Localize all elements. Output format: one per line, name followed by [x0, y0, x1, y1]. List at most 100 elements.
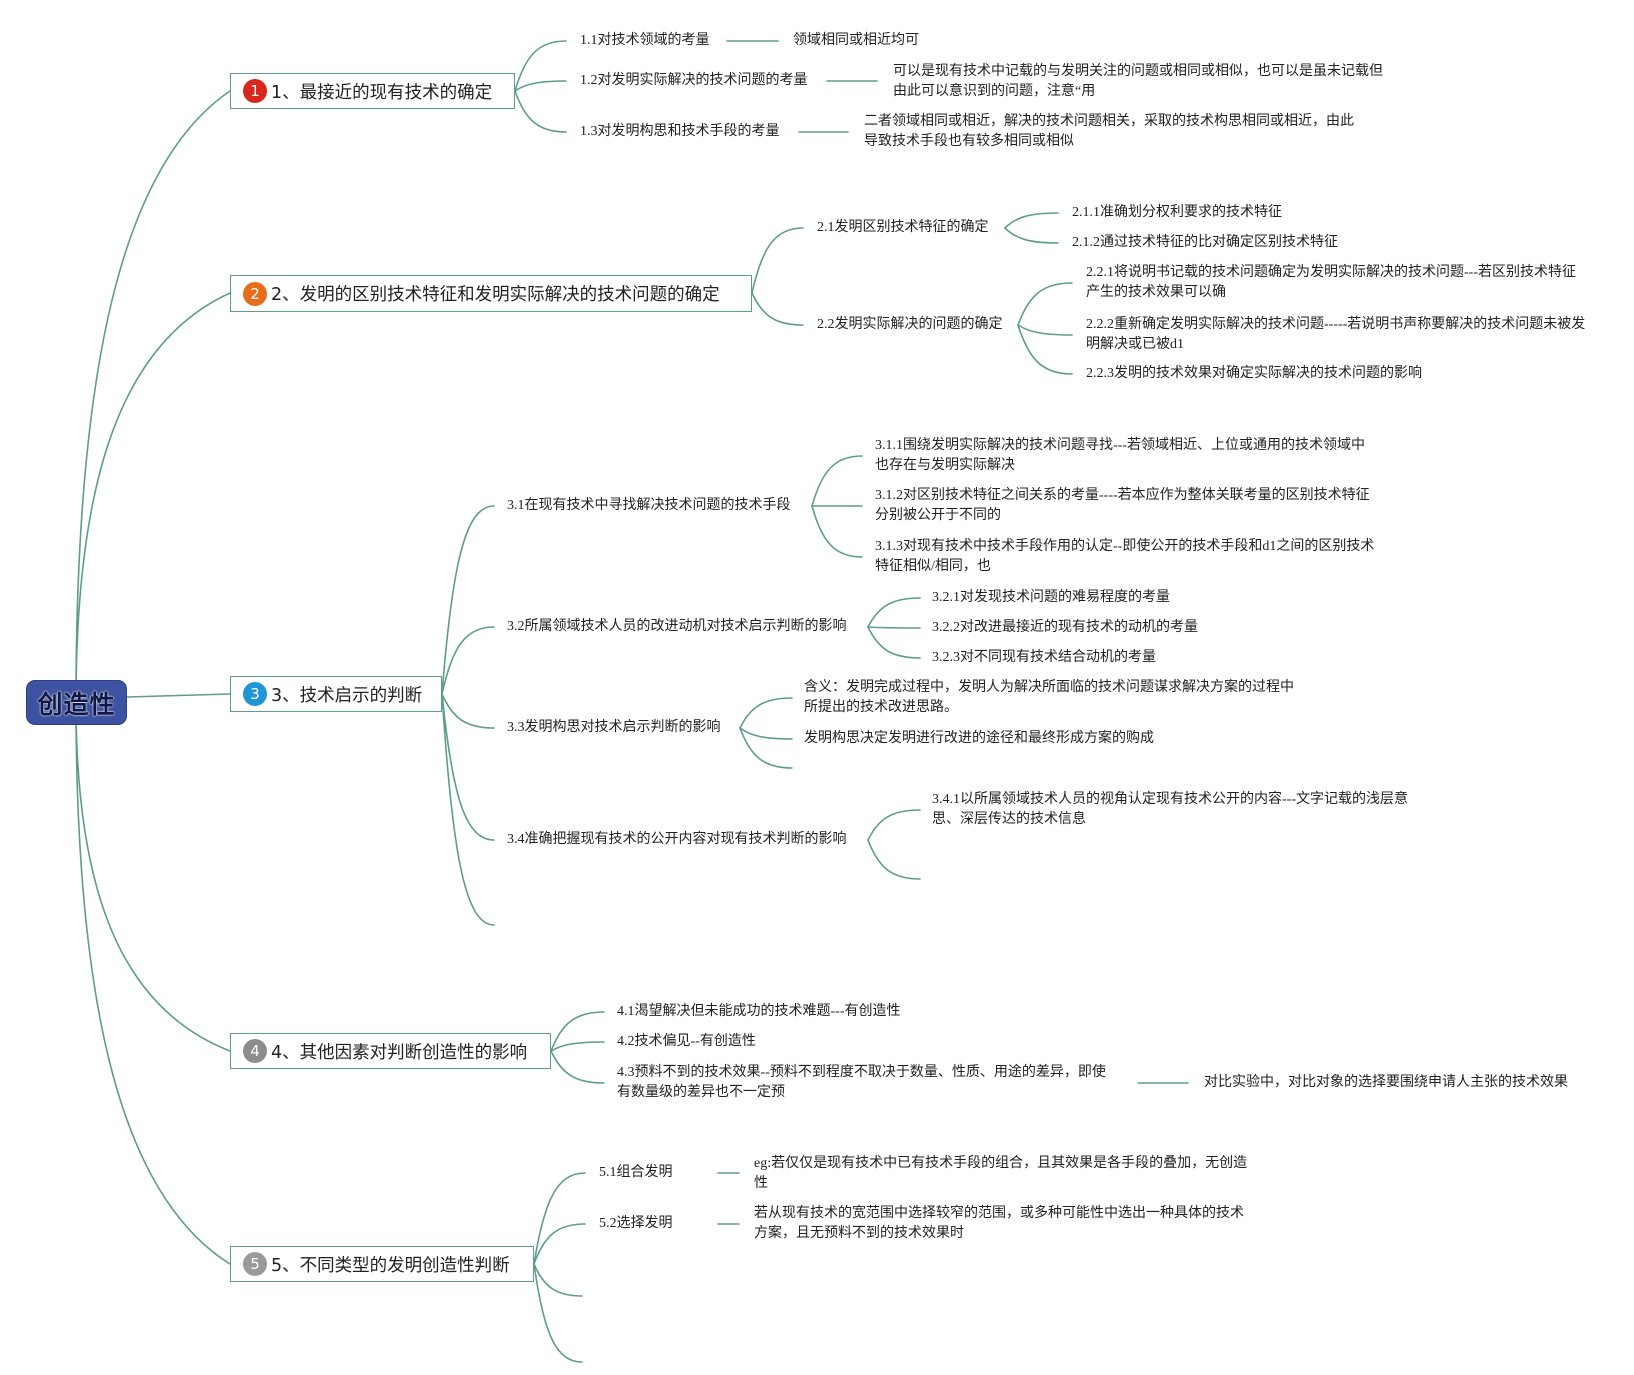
topic-3-3-1: 含义：发明完成过程中，发明人为解决所面临的技术问题谋求解决方案的过程中 所提出的… — [804, 678, 1294, 718]
topic-5-1: 5.1组合发明 — [599, 1165, 673, 1180]
topic-5-2-note-line: 方案，且无预料不到的技术效果时 — [754, 1226, 964, 1241]
topic-2-2-1-line: 产生的技术效果可以确 — [1086, 285, 1226, 300]
connector-branch-5-empty — [533, 1263, 583, 1363]
topic-2-2: 2.2发明实际解决的问题的确定 — [817, 317, 1003, 332]
connector-topic-3-4-topic-3-4-1 — [867, 809, 921, 841]
connector-branch-4-topic-4-3 — [550, 1050, 605, 1084]
topic-4-2: 4.2技术偏见--有创造性 — [617, 1034, 756, 1049]
topic-3-3-2: 发明构思决定发明进行改进的途径和最终形成方案的购成 — [804, 731, 1154, 746]
topic-3-4-1-line: 思、深层传达的技术信息 — [932, 812, 1086, 827]
connector-branch-4-topic-4-1 — [550, 1011, 605, 1052]
badge-4-icon: 4 — [243, 1039, 267, 1063]
topic-3-1-1-line: 也存在与发明实际解决 — [875, 458, 1015, 473]
connector-branch-5-empty — [533, 1263, 583, 1297]
branch-2-topic: 2 2、发明的区别技术特征和发明实际解决的技术问题的确定 — [230, 275, 752, 312]
connector-branch-3-topic-3-4 — [441, 693, 495, 841]
topic-1-2-note-line: 可以是现有技术中记载的与发明关注的问题或相同或相似，也可以是虽未记载但 — [893, 64, 1383, 79]
topic-1-2-note-line: 由此可以意识到的问题，注意“用 — [893, 84, 1096, 99]
branch-3-title: 3、技术启示的判断 — [271, 685, 423, 706]
topic-2-2-2-line: 明解决或已被d1 — [1086, 337, 1184, 352]
connector-branch-2-topic-2-1 — [751, 227, 804, 294]
root-topic: 创造性 — [26, 680, 127, 725]
topic-2-1-1: 2.1.1准确划分权利要求的技术特征 — [1072, 205, 1282, 220]
topic-5-1-note: eg:若仅仅是现有技术中已有技术手段的组合，且其效果是各手段的叠加，无创造 性 — [754, 1154, 1247, 1194]
topic-2-2-1: 2.2.1将说明书记载的技术问题确定为发明实际解决的技术问题---若区别技术特征… — [1086, 263, 1576, 303]
topic-3-1-3-line: 特征相似/相同，也 — [875, 559, 991, 574]
connector-branch-1-topic-1-1 — [514, 40, 567, 92]
topic-3-1: 3.1在现有技术中寻找解决技术问题的技术手段 — [507, 498, 791, 513]
connector-topic-2-1-topic-2-1-2 — [1004, 227, 1059, 244]
topic-4-3-line: 有数量级的差异也不一定预 — [617, 1085, 785, 1100]
topic-1-1: 1.1对技术领域的考量 — [580, 33, 710, 48]
connector-root-branch-2 — [75, 292, 231, 703]
connector-branch-2-topic-2-2 — [751, 292, 804, 326]
topic-3-2-2: 3.2.2对改进最接近的现有技术的动机的考量 — [932, 620, 1198, 635]
topic-3-3-1-line: 含义：发明完成过程中，发明人为解决所面临的技术问题谋求解决方案的过程中 — [804, 680, 1294, 695]
connector-topic-2-2-topic-2-2-2 — [1017, 324, 1073, 336]
topic-5-1-note-line: eg:若仅仅是现有技术中已有技术手段的组合，且其效果是各手段的叠加，无创造 — [754, 1156, 1248, 1171]
topic-3-1-1: 3.1.1围绕发明实际解决的技术问题寻找---若领域相近、上位或通用的技术领域中… — [875, 436, 1365, 476]
topic-3-2: 3.2所属领域技术人员的改进动机对技术启示判断的影响 — [507, 619, 847, 634]
topic-2-1: 2.1发明区别技术特征的确定 — [817, 220, 989, 235]
connector-branch-5-topic-5-1 — [533, 1172, 586, 1265]
topic-3-1-3: 3.1.3对现有技术中技术手段作用的认定--即使公开的技术手段和d1之间的区别技… — [875, 537, 1374, 577]
topic-3-3: 3.3发明构思对技术启示判断的影响 — [507, 720, 721, 735]
connector-root-branch-5 — [75, 701, 231, 1265]
connector-branch-4-topic-4-2 — [550, 1041, 605, 1052]
topic-5-1-note-line: 性 — [754, 1176, 768, 1191]
connector-root-branch-4 — [75, 701, 231, 1052]
topic-3-4-1-line: 3.4.1以所属领域技术人员的视角认定现有技术公开的内容---文字记载的浅层意 — [932, 792, 1408, 807]
connector-branch-1-topic-1-2 — [514, 80, 567, 92]
branch-1-topic: 1 1、最接近的现有技术的确定 — [230, 73, 515, 109]
topic-3-1-2-line: 分别被公开于不同的 — [875, 508, 1001, 523]
topic-3-1-3-line: 3.1.3对现有技术中技术手段作用的认定--即使公开的技术手段和d1之间的区别技… — [875, 539, 1375, 554]
badge-3-icon: 3 — [243, 682, 267, 706]
topic-1-3-note: 二者领域相同或相近，解决的技术问题相关，采取的技术构思相同或相近，由此 导致技术… — [864, 112, 1354, 152]
branch-1-title: 1、最接近的现有技术的确定 — [271, 82, 493, 103]
branch-4-topic: 4 4、其他因素对判断创造性的影响 — [230, 1033, 551, 1069]
topic-2-1-2: 2.1.2通过技术特征的比对确定区别技术特征 — [1072, 235, 1338, 250]
topic-3-2-1: 3.2.1对发现技术问题的难易程度的考量 — [932, 590, 1170, 605]
topic-5-2-note: 若从现有技术的宽范围中选择较窄的范围，或多种可能性中选出一种具体的技术 方案，且… — [754, 1204, 1244, 1244]
topic-5-2: 5.2选择发明 — [599, 1216, 673, 1231]
connector-topic-3-3-topic-3-3-2 — [739, 727, 793, 740]
branch-3-topic: 3 3、技术启示的判断 — [230, 676, 442, 712]
connector-branch-5-topic-5-2 — [533, 1223, 586, 1265]
topic-1-1-note: 领域相同或相近均可 — [793, 33, 919, 48]
connector-topic-3-2-topic-3-2-1 — [867, 597, 921, 628]
connector-branch-1-topic-1-3 — [514, 90, 567, 133]
connector-topic-3-2-topic-3-2-3 — [867, 626, 921, 659]
topic-1-3: 1.3对发明构思和技术手段的考量 — [580, 124, 780, 139]
connector-topic-3-4-empty — [867, 839, 921, 880]
topic-3-1-2-line: 3.1.2对区别技术特征之间关系的考量----若本应作为整体关联考量的区别技术特… — [875, 488, 1370, 503]
topic-4-3-note: 对比实验中，对比对象的选择要围绕申请人主张的技术效果 — [1204, 1075, 1568, 1090]
branch-2-title: 2、发明的区别技术特征和发明实际解决的技术问题的确定 — [271, 285, 720, 305]
badge-5-icon: 5 — [243, 1252, 267, 1276]
topic-3-4-1: 3.4.1以所属领域技术人员的视角认定现有技术公开的内容---文字记载的浅层意 … — [932, 790, 1408, 830]
topic-2-2-2-line: 2.2.2重新确定发明实际解决的技术问题-----若说明书声称要解决的技术问题未… — [1086, 317, 1586, 332]
connector-root-branch-1 — [75, 90, 231, 703]
branch-4-title: 4、其他因素对判断创造性的影响 — [271, 1042, 528, 1063]
topic-3-4: 3.4准确把握现有技术的公开内容对现有技术判断的影响 — [507, 832, 847, 847]
branch-5-title: 5、不同类型的发明创造性判断 — [271, 1255, 510, 1276]
connector-topic-2-1-topic-2-1-1 — [1004, 212, 1059, 229]
topic-4-1: 4.1渴望解决但未能成功的技术难题---有创造性 — [617, 1004, 901, 1019]
topic-5-2-note-line: 若从现有技术的宽范围中选择较窄的范围，或多种可能性中选出一种具体的技术 — [754, 1206, 1244, 1221]
badge-1-icon: 1 — [243, 79, 267, 103]
connector-root-branch-3 — [126, 693, 231, 698]
topic-3-1-2: 3.1.2对区别技术特征之间关系的考量----若本应作为整体关联考量的区别技术特… — [875, 486, 1370, 526]
connector-topic-3-2-topic-3-2-2 — [867, 626, 921, 629]
connector-branch-3-topic-3-1 — [441, 505, 495, 695]
topic-3-3-1-line: 所提出的技术改进思路。 — [804, 700, 958, 715]
topic-2-2-2: 2.2.2重新确定发明实际解决的技术问题-----若说明书声称要解决的技术问题未… — [1086, 315, 1585, 355]
badge-2-icon: 2 — [243, 281, 267, 306]
connector-topic-3-1-topic-3-1-3 — [811, 505, 863, 558]
connector-topic-2-2-topic-2-2-3 — [1017, 324, 1073, 375]
topic-1-2: 1.2对发明实际解决的技术问题的考量 — [580, 73, 808, 88]
topic-2-2-1-line: 2.2.1将说明书记载的技术问题确定为发明实际解决的技术问题---若区别技术特征 — [1086, 265, 1576, 280]
topic-4-3-line: 4.3预料不到的技术效果--预料不到程度不取决于数量、性质、用途的差异，即使 — [617, 1065, 1106, 1080]
connector-topic-3-3-topic-3-3-1 — [739, 697, 793, 729]
topic-1-3-note-line: 导致技术手段也有较多相同或相似 — [864, 134, 1074, 149]
